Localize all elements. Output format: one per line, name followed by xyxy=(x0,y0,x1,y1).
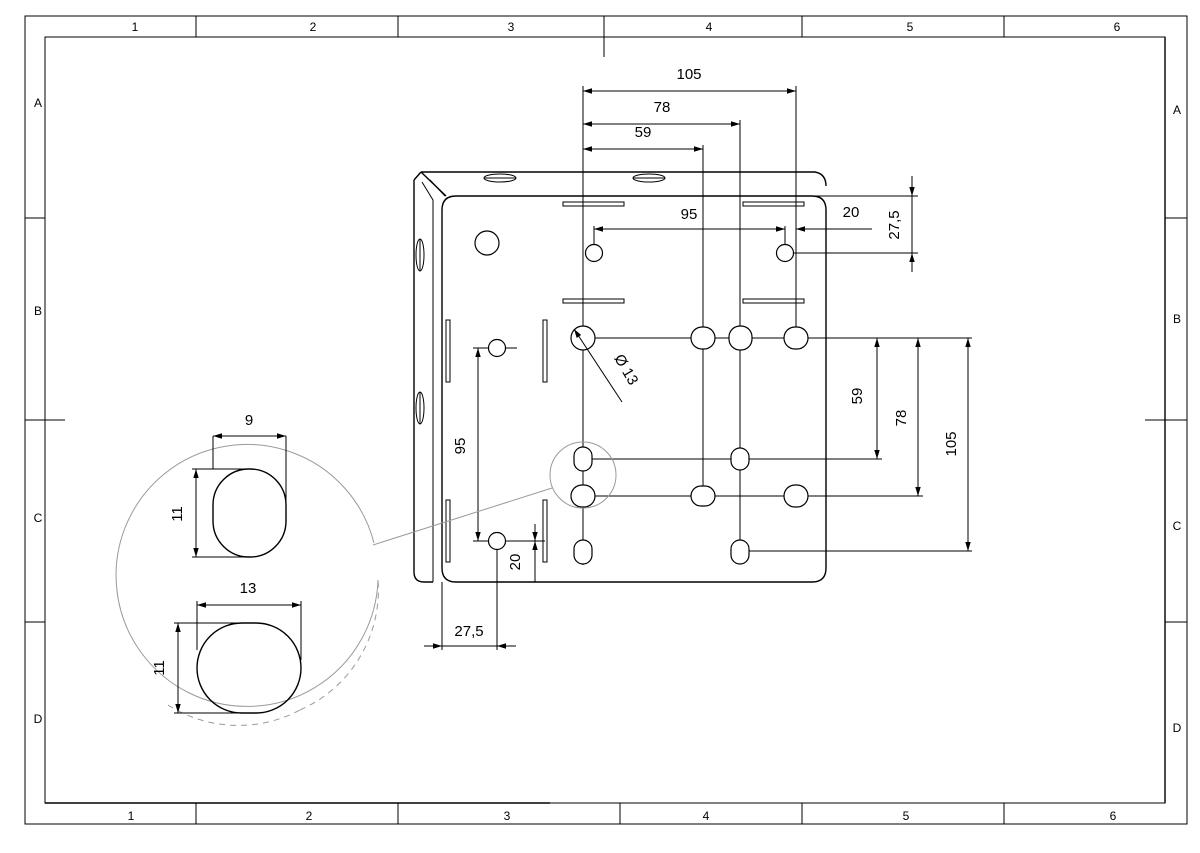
dim-right-27-5: 27,5 xyxy=(886,210,903,239)
zone-row-left-d: D xyxy=(34,712,43,726)
zone-labels: 1 2 3 4 5 6 1 2 3 4 5 6 A B C D A B C D xyxy=(34,20,1182,823)
dim-vert-59: 59 xyxy=(849,388,866,405)
bracket-outline xyxy=(413,171,827,583)
zone-row-right-b: B xyxy=(1173,312,1181,326)
detail-dim-11-small: 11 xyxy=(169,506,186,522)
dim-right-20: 20 xyxy=(843,204,860,221)
dim-mid-95: 95 xyxy=(681,206,698,223)
zone-col-top-3: 3 xyxy=(508,20,515,34)
zone-col-top-6: 6 xyxy=(1114,20,1121,34)
drawing-frame xyxy=(24,15,1188,825)
zone-col-bottom-4: 4 xyxy=(703,809,710,823)
zone-row-left-c: C xyxy=(34,511,43,525)
dim-left-95: 95 xyxy=(452,438,469,455)
zone-col-bottom-1: 1 xyxy=(128,809,135,823)
dimension-lines xyxy=(424,88,971,649)
zone-col-bottom-5: 5 xyxy=(903,809,910,823)
zone-col-top-4: 4 xyxy=(706,20,713,34)
zone-row-left-a: A xyxy=(34,96,42,110)
plate-holes xyxy=(474,230,809,565)
detail-callout xyxy=(115,441,617,726)
detail-dim-11-large: 11 xyxy=(151,660,168,676)
zone-col-top-2: 2 xyxy=(310,20,317,34)
dim-bottom-20: 20 xyxy=(507,554,524,571)
dim-vert-78: 78 xyxy=(893,410,910,427)
detail-slots: 9 11 13 11 xyxy=(151,412,302,714)
dimension-texts: 105 78 59 95 20 27,5 Ø 13 59 78 105 95 2… xyxy=(452,66,960,640)
dim-vert-105: 105 xyxy=(943,431,960,456)
zone-row-right-a: A xyxy=(1173,103,1181,117)
zone-row-right-d: D xyxy=(1173,721,1182,735)
zone-col-bottom-2: 2 xyxy=(306,809,313,823)
zone-row-left-b: B xyxy=(34,304,42,318)
zone-col-top-1: 1 xyxy=(132,20,139,34)
zone-col-bottom-3: 3 xyxy=(504,809,511,823)
detail-dim-9: 9 xyxy=(245,412,253,429)
dim-top-105: 105 xyxy=(676,66,701,83)
dim-top-78: 78 xyxy=(654,99,671,116)
zone-col-top-5: 5 xyxy=(907,20,914,34)
detail-dim-13: 13 xyxy=(240,580,257,597)
zone-col-bottom-6: 6 xyxy=(1110,809,1117,823)
dim-diameter-13: Ø 13 xyxy=(610,351,641,388)
zone-row-right-c: C xyxy=(1173,519,1182,533)
extension-lines xyxy=(441,86,972,650)
dim-top-59: 59 xyxy=(635,124,652,141)
dim-bottom-27-5: 27,5 xyxy=(454,623,483,640)
